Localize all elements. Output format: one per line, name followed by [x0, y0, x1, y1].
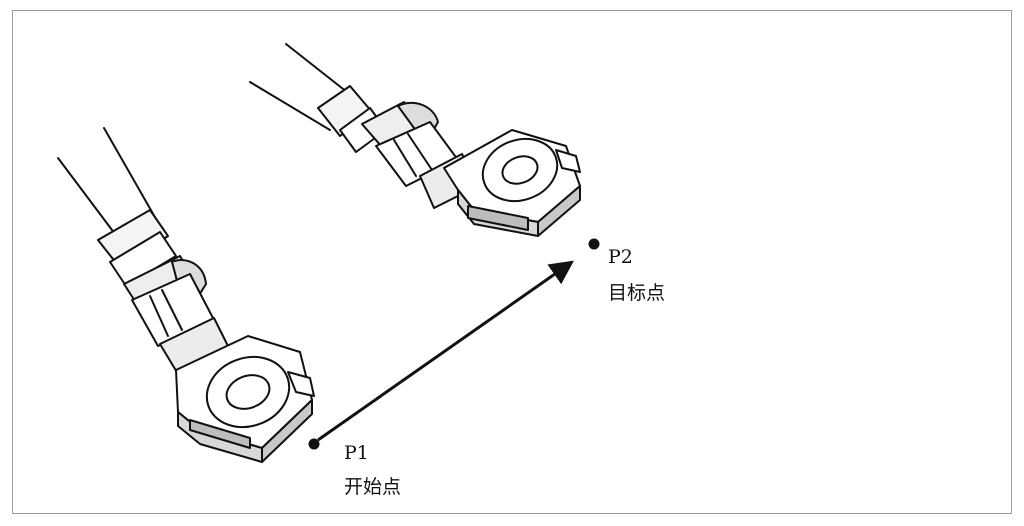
- target-point-marker: [588, 238, 600, 250]
- start-point-marker: [308, 438, 320, 450]
- start-point-id: P1: [344, 442, 369, 464]
- target-point-id: P2: [608, 246, 633, 268]
- robot-arm-target: [249, 43, 581, 237]
- motion-arrow: [317, 260, 574, 442]
- robot-arm-start: [57, 127, 315, 463]
- start-point-label: 开始点: [344, 476, 402, 498]
- target-point-label: 目标点: [608, 282, 666, 304]
